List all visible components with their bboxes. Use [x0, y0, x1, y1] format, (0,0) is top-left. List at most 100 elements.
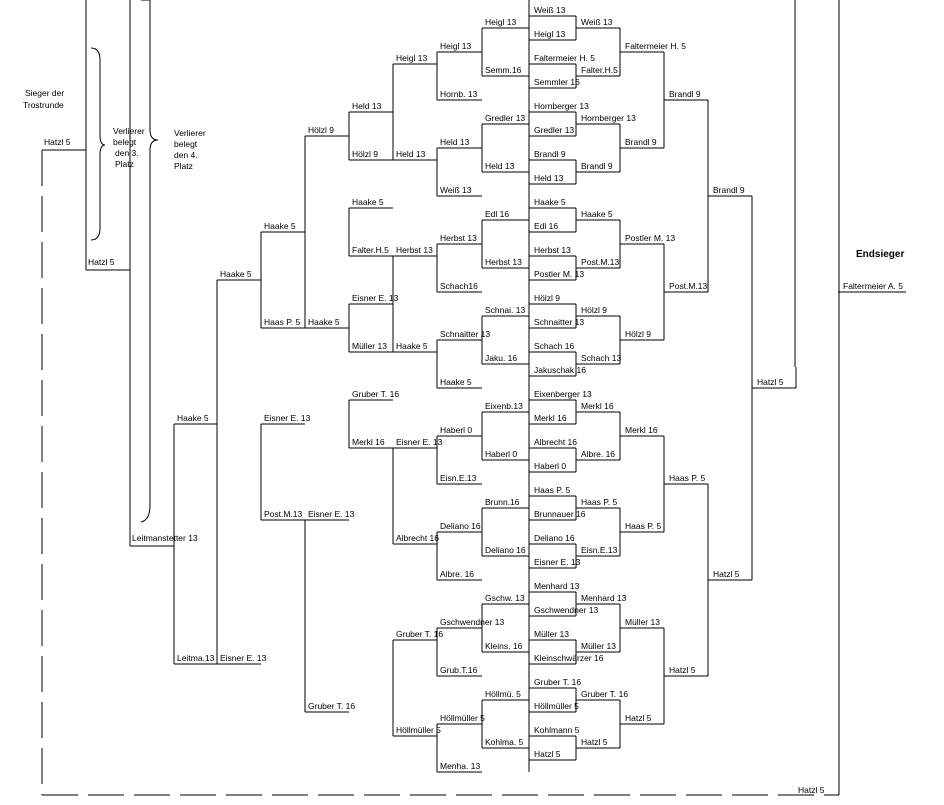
right-r2-participant: Albre. 16 [581, 449, 615, 459]
left-r9-participant: Leitmanstetter 13 [132, 533, 198, 543]
left-r3-participant: Albrecht 16 [396, 533, 439, 543]
fourth-place-note-line3: den 4. [174, 150, 198, 160]
right-r1-participant: Hornberger 13 [534, 101, 589, 111]
right-r1-participant: Eixenberger 13 [534, 389, 592, 399]
left-r3-participant: Höllmüller 5 [396, 725, 441, 735]
left-r1-participant: Gschw. 13 [485, 593, 525, 603]
right-r1-participant: Edl 16 [534, 221, 558, 231]
right-r3-participant: Müller 13 [625, 617, 660, 627]
left-r1-participant: Kohlma. 5 [485, 737, 524, 747]
right-r3-participant: Faltermeier H. 5 [625, 41, 686, 51]
left-r6-participant: Haas P. 5 [264, 317, 301, 327]
left-r2-participant: Weiß 13 [440, 185, 472, 195]
right-r1-participant: Albrecht 16 [534, 437, 577, 447]
right-r1-participant: Haas P. 5 [534, 485, 571, 495]
right-r1-participant: Hölzl 9 [534, 293, 560, 303]
right-r1-participant: Weiß 13 [534, 5, 566, 15]
right-r1-participant: Faltermeier H. 5 [534, 53, 595, 63]
right-r2-participant: Hatzl 5 [581, 737, 608, 747]
left-r4-participant: Held 13 [352, 101, 382, 111]
left-r1-participant: Heigl 13 [485, 17, 516, 27]
left-r2-participant: Schnaitter 13 [440, 329, 490, 339]
left-r3-participant: Eisner E. 13 [396, 437, 443, 447]
right-r3-participant: Postler M. 13 [625, 233, 675, 243]
left-r4-participant: Haake 5 [352, 197, 384, 207]
left-r5-participant: Haake 5 [308, 317, 340, 327]
right-r2-participant: Eisn.E.13 [581, 545, 618, 555]
third-place-note-line1: Verlierer [113, 126, 145, 136]
right-r1-participant: Semmler 16 [534, 77, 580, 87]
right-r2-participant: Schach 13 [581, 353, 621, 363]
bracket-labels: Weiß 13 Heigl 13 Faltermeier H. 5 Semmler 1… [44, 5, 903, 795]
left-r1-participant: Semm.16 [485, 65, 522, 75]
right-r1-participant: Schach 16 [534, 341, 574, 351]
left-r2-participant: Held 13 [440, 137, 470, 147]
right-r2-participant: Haake 5 [581, 209, 613, 219]
left-r1-participant: Brunn.16 [485, 497, 520, 507]
left-r1-participant: Eixenb.13 [485, 401, 523, 411]
left-r4-participant: Gruber T. 16 [352, 389, 399, 399]
right-r1-participant: Kohlmann 5 [534, 725, 580, 735]
left-r8-participant: Haake 5 [177, 413, 209, 423]
left-r1-participant: Kleins. 16 [485, 641, 523, 651]
right-r1-participant: Held 13 [534, 173, 564, 183]
right-r4-participant: Hatzl 5 [669, 665, 696, 675]
right-r1-participant: Haake 5 [534, 197, 566, 207]
third-place-participant: Hatzl 5 [88, 257, 115, 267]
left-r2-participant: Grub.T.16 [440, 665, 478, 675]
left-r2-participant: Schach16 [440, 281, 478, 291]
right-r3-participant: Haas P. 5 [625, 521, 662, 531]
left-r7-participant: Eisner E. 13 [220, 653, 267, 663]
left-r4-participant: Müller 13 [352, 341, 387, 351]
right-r2-participant: Post.M.13 [581, 257, 620, 267]
left-r1-participant: Gredler 13 [485, 113, 525, 123]
left-r2-participant: Gschwendner 13 [440, 617, 505, 627]
final-finalist: Hatzl 5 [798, 785, 825, 795]
left-r3-participant: Herbst 13 [396, 245, 433, 255]
left-r2-participant: Haberl 0 [440, 425, 472, 435]
left-r4-participant: Merkl 16 [352, 437, 385, 447]
bracket-lines [41, 0, 906, 796]
right-r1-participant: Deliano 16 [534, 533, 575, 543]
right-r1-participant: Schnaitter 13 [534, 317, 584, 327]
fourth-place-note-line1: Verlierer [174, 128, 206, 138]
third-place-note-line2: belegt [113, 137, 137, 147]
trostrunde-heading-line2: Trostrunde [23, 100, 64, 110]
right-r2-participant: Haas P. 5 [581, 497, 618, 507]
left-r3-participant: Haake 5 [396, 341, 428, 351]
left-r3-participant: Heigl 13 [396, 53, 427, 63]
right-r2-participant: Falter.H.5 [581, 65, 618, 75]
left-r6-participant: Eisner E. 13 [264, 413, 311, 423]
fourth-place-note-line2: belegt [174, 139, 198, 149]
third-place-note-line3: den 3. [115, 148, 139, 158]
right-r3-participant: Brandl 9 [625, 137, 657, 147]
left-r2-participant: Menha. 13 [440, 761, 480, 771]
third-place-brace [90, 47, 106, 241]
trostrunde-heading-line1: Sieger der [25, 88, 64, 98]
third-place-note-line4: Platz [115, 159, 134, 169]
right-r1-participant: Müller 13 [534, 629, 569, 639]
left-r3-participant: Gruber T. 16 [396, 629, 443, 639]
right-r1-participant: Herbst 13 [534, 245, 571, 255]
right-r4-participant: Haas P. 5 [669, 473, 706, 483]
right-r2-participant: Hölzl 9 [581, 305, 607, 315]
left-r5-participant: Hölzl 9 [308, 125, 334, 135]
right-r1-participant: Menhard 13 [534, 581, 580, 591]
left-r6-participant: Haake 5 [264, 221, 296, 231]
left-r1-participant: Held 13 [485, 161, 515, 171]
right-r1-participant: Gruber T. 16 [534, 677, 581, 687]
right-r2-participant: Hornberger 13 [581, 113, 636, 123]
right-r1-participant: Merkl 16 [534, 413, 567, 423]
trostrunde-winner: Hatzl 5 [44, 137, 71, 147]
right-r5-participant: Hatzl 5 [713, 569, 740, 579]
right-r1-participant: Kleinschwärzer 16 [534, 653, 604, 663]
right-r1-participant: Brandl 9 [534, 149, 566, 159]
left-r1-participant: Herbst 13 [485, 257, 522, 267]
left-r1-participant: Deliano 16 [485, 545, 526, 555]
left-r5-participant: Gruber T. 16 [308, 701, 355, 711]
left-r2-participant: Höllmüller 5 [440, 713, 485, 723]
left-r4-participant: Eisner E. 13 [352, 293, 399, 303]
left-r4-participant: Hölzl 9 [352, 149, 378, 159]
right-r2-participant: Menhard 13 [581, 593, 627, 603]
